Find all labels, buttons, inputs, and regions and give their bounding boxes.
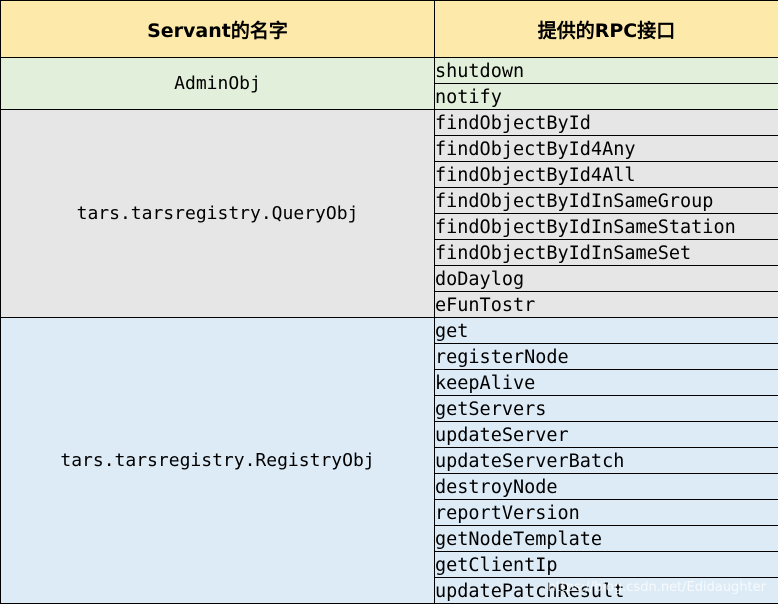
servant-name-cell: tars.tarsregistry.QueryObj bbox=[0, 109, 435, 318]
rpc-method-cell: updateServerBatch bbox=[434, 447, 778, 474]
table-row: updatePatchResult bbox=[1, 577, 778, 604]
rpc-method-cell: findObjectById4All bbox=[434, 161, 778, 188]
table-row: registerNode bbox=[1, 343, 778, 370]
table-row: keepAlive bbox=[1, 369, 778, 396]
rpc-method-cell: keepAlive bbox=[434, 369, 778, 396]
table-row: findObjectByIdInSameSet bbox=[1, 239, 778, 266]
servant-name-cell: AdminObj bbox=[0, 57, 435, 110]
rpc-method-cell: shutdown bbox=[434, 57, 778, 84]
rpc-method-cell: findObjectById bbox=[434, 109, 778, 136]
table-row: getNodeTemplate bbox=[1, 525, 778, 552]
rpc-method-cell: updateServer bbox=[434, 421, 778, 448]
rpc-method-cell: get bbox=[434, 317, 778, 344]
rpc-method-cell: eFunTostr bbox=[434, 291, 778, 318]
table-row: findObjectByIdInSameGroup bbox=[1, 187, 778, 214]
rpc-method-cell: getServers bbox=[434, 395, 778, 422]
rpc-interface-header: 提供的RPC接口 bbox=[434, 0, 778, 58]
rpc-method-cell: findObjectByIdInSameStation bbox=[434, 213, 778, 240]
rpc-method-cell: findObjectByIdInSameGroup bbox=[434, 187, 778, 214]
rpc-method-cell: registerNode bbox=[434, 343, 778, 370]
table-row: updateServerBatch bbox=[1, 447, 778, 474]
servant-name-header: Servant的名字 bbox=[0, 0, 435, 58]
table-row: eFunTostr bbox=[1, 291, 778, 318]
table-row: notify bbox=[1, 83, 778, 110]
header-row: Servant的名字 提供的RPC接口 bbox=[0, 0, 778, 58]
table-row: reportVersion bbox=[1, 499, 778, 526]
table-row: findObjectByIdInSameStation bbox=[1, 213, 778, 240]
table-row: getServers bbox=[1, 395, 778, 422]
rpc-method-cell: destroyNode bbox=[434, 473, 778, 500]
rpc-method-cell: getClientIp bbox=[434, 551, 778, 578]
rpc-method-cell: findObjectById4Any bbox=[434, 135, 778, 162]
rpc-method-cell: updatePatchResult bbox=[434, 577, 778, 604]
rpc-method-cell: doDaylog bbox=[434, 265, 778, 292]
rpc-method-cell: reportVersion bbox=[434, 499, 778, 526]
rpc-method-cell: findObjectByIdInSameSet bbox=[434, 239, 778, 266]
table-row: doDaylog bbox=[1, 265, 778, 292]
rpc-method-cell: getNodeTemplate bbox=[434, 525, 778, 552]
servant-name-cell: tars.tarsregistry.RegistryObj bbox=[0, 317, 435, 604]
table-row: destroyNode bbox=[1, 473, 778, 500]
rpc-method-cell: notify bbox=[434, 83, 778, 110]
